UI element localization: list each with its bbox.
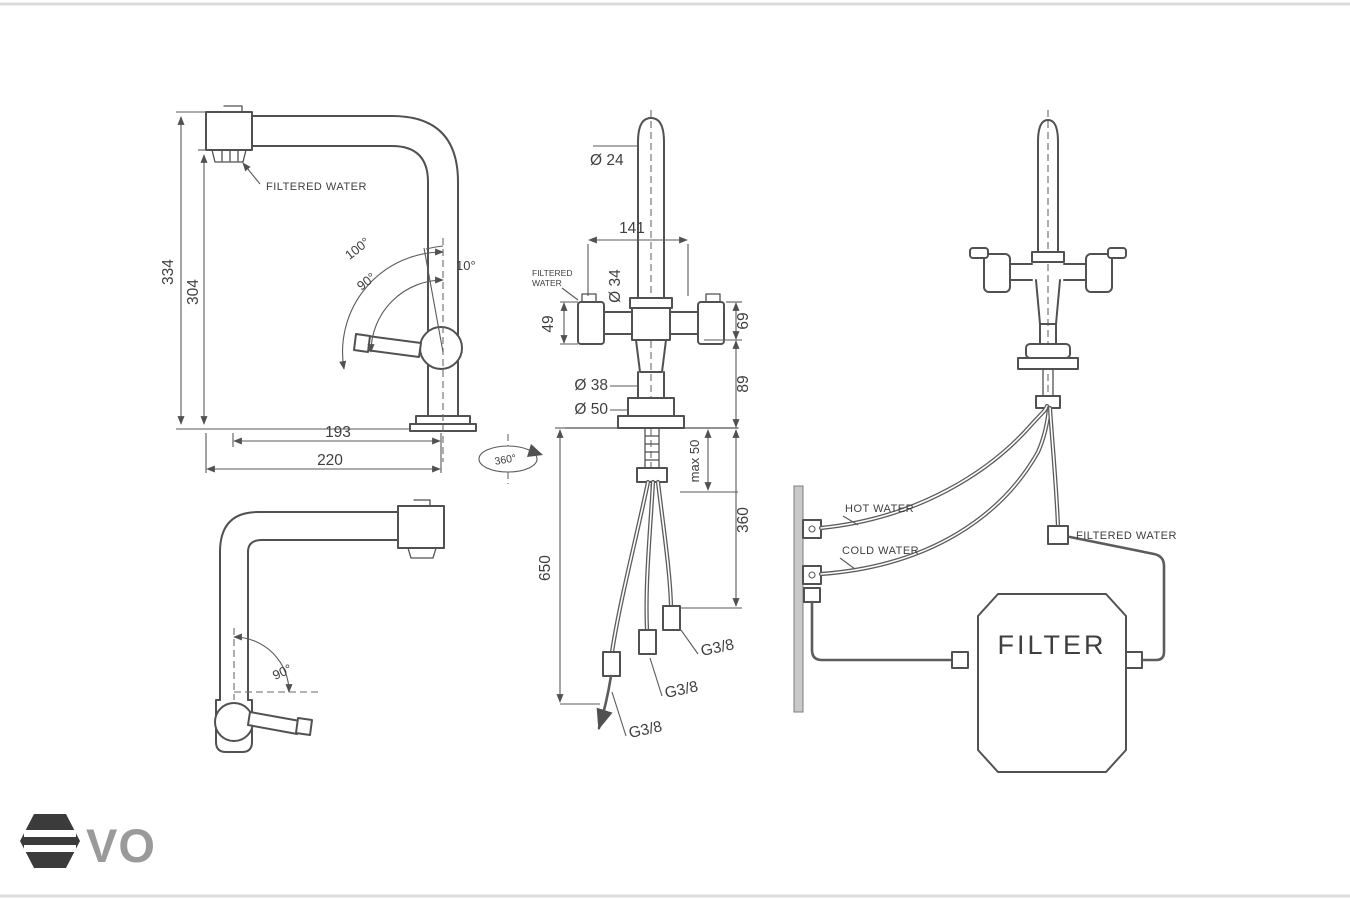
angle-90-bottom: 90° xyxy=(270,661,294,683)
view-front: Ø 24 141 Ø 34 FILTERED WATER 49 69 89 xyxy=(532,110,752,742)
angle-90-top: 90° xyxy=(354,269,379,293)
dim-49: 49 xyxy=(540,315,557,332)
valve-body-circle xyxy=(419,326,463,370)
schematic-hoses xyxy=(818,403,1061,577)
filtered-water-label-side: FILTERED WATER xyxy=(266,181,367,193)
angle-10: 10° xyxy=(456,258,476,273)
dim-141: 141 xyxy=(619,220,645,237)
logo-hexagon-e-icon xyxy=(20,814,80,868)
base-plate xyxy=(617,415,685,429)
front-hoses xyxy=(596,479,681,730)
dim-193: 193 xyxy=(325,424,351,441)
dia-24: Ø 24 xyxy=(590,152,624,169)
schematic-flange xyxy=(1025,343,1071,359)
rotation-label: 360° xyxy=(494,452,517,468)
g38-bottom: G3/8 xyxy=(627,718,663,742)
rotation-360-symbol: 360° xyxy=(478,434,543,484)
schematic-left-handle xyxy=(983,253,1011,293)
mounting-nut xyxy=(636,467,668,483)
dim-334: 334 xyxy=(160,259,177,285)
dia-38: Ø 38 xyxy=(574,377,608,394)
filtered-water-small-2: WATER xyxy=(532,278,562,288)
schematic-labels: HOT WATER COLD WATER FILTERED WATER xyxy=(839,503,1177,570)
brand-logo: VO xyxy=(20,814,156,872)
valve-body-circle-bottom xyxy=(214,702,254,742)
logo-slot-1 xyxy=(24,830,76,837)
base-flange xyxy=(627,397,675,417)
left-handle xyxy=(577,301,605,345)
filter-circuit: FILTER xyxy=(803,525,1166,773)
dim-max50: max 50 xyxy=(687,440,702,483)
schematic-right-lever xyxy=(1107,247,1127,259)
rotation-arrowhead xyxy=(527,444,543,457)
wall-bar xyxy=(793,485,804,713)
rotation-ellipse xyxy=(478,445,538,473)
right-handle xyxy=(697,301,725,345)
logo-slot-2 xyxy=(24,845,76,852)
filtered-connector xyxy=(1047,525,1069,545)
g38-top: G3/8 xyxy=(699,636,735,660)
dim-220: 220 xyxy=(317,452,343,469)
supply-valves xyxy=(802,519,822,585)
dim-360: 360 xyxy=(735,507,752,533)
view-side-top: FILTERED WATER 334 304 193 220 xyxy=(160,105,477,473)
dim-89: 89 xyxy=(735,375,752,392)
schematic-collar xyxy=(1031,251,1065,263)
dim-304: 304 xyxy=(185,279,202,305)
filter-label: FILTER xyxy=(997,630,1106,660)
faucet-side-outline xyxy=(205,105,477,432)
faucet-bottom-outline xyxy=(214,499,445,753)
schematic-faucet xyxy=(969,119,1127,409)
schematic-base-plate xyxy=(1017,357,1079,370)
view-side-bottom: 90° xyxy=(214,499,445,753)
cold-valve xyxy=(802,565,822,585)
logo-text: VO xyxy=(86,819,156,872)
filtered-water-small-1: FILTERED xyxy=(532,268,572,278)
faucet-front-outline xyxy=(564,117,739,493)
tee-fitting xyxy=(803,587,821,603)
g38-mid: G3/8 xyxy=(663,678,699,702)
filter-out-fitting xyxy=(1125,651,1143,669)
filter-in-fitting xyxy=(951,651,969,669)
view-schematic: FILTER HOT WATER COLD WATER FILTERED WAT… xyxy=(793,110,1177,773)
dim-650: 650 xyxy=(537,555,554,581)
schematic-right-handle xyxy=(1085,253,1113,293)
hot-water-label: HOT WATER xyxy=(845,503,914,515)
front-view-dimensions: Ø 24 141 Ø 34 FILTERED WATER 49 69 89 xyxy=(532,145,752,742)
dia-34: Ø 34 xyxy=(607,269,624,303)
mixer-body xyxy=(631,307,671,341)
dia-50: Ø 50 xyxy=(574,401,608,418)
hose-fitting-short xyxy=(662,605,681,631)
angle-100: 100° xyxy=(342,234,372,262)
side-view-dimensions: 334 304 193 220 xyxy=(160,111,442,473)
filter-box xyxy=(977,593,1127,773)
hose-fitting-mid xyxy=(638,629,657,655)
hot-valve xyxy=(802,519,822,539)
filtered-water-label: FILTERED WATER xyxy=(1076,530,1177,542)
schematic-left-lever xyxy=(969,247,989,259)
dim-69: 69 xyxy=(735,312,752,329)
hose-fitting-long xyxy=(602,651,621,677)
cold-water-label: COLD WATER xyxy=(842,545,919,557)
filtered-water-callout-side: FILTERED WATER xyxy=(242,162,367,193)
